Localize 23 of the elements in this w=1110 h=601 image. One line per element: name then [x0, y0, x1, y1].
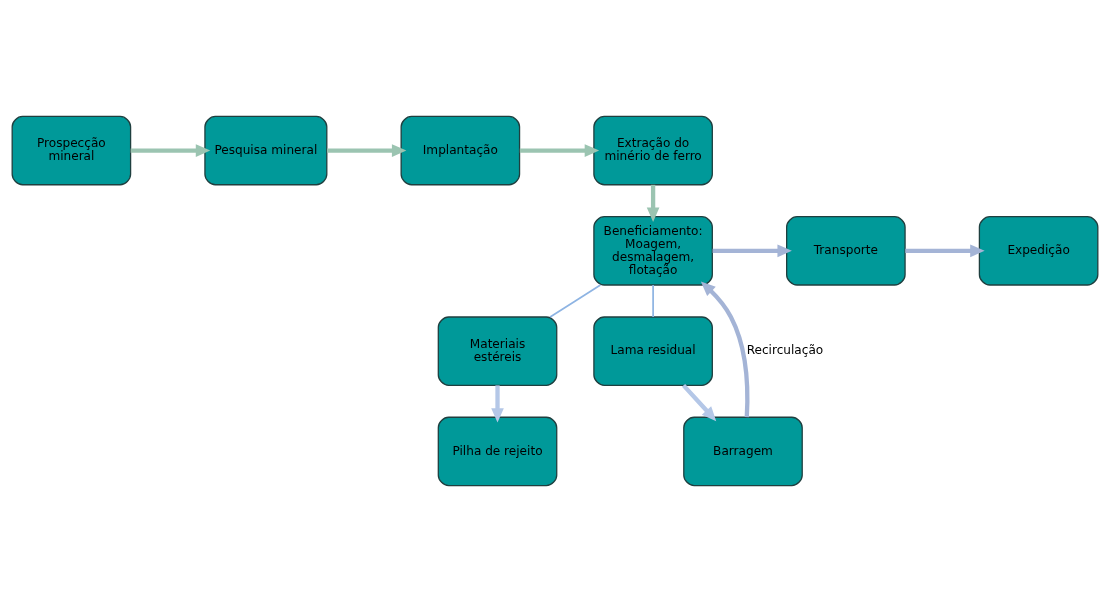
node-box: Extração do minério de ferro	[593, 115, 713, 185]
node-box: Pesquisa mineral	[204, 115, 328, 185]
arrow	[519, 143, 600, 157]
node-box: Transporte	[786, 215, 906, 286]
edge-label: Recirculação	[746, 342, 824, 357]
node-box: Prospecção mineral	[11, 115, 132, 185]
node-box: Beneficiamento: Moagem, desmalagem, flotação	[593, 215, 713, 286]
node-box: Pilha de rejeito	[437, 416, 558, 486]
arrow	[681, 383, 717, 421]
node-box: Lama residual	[593, 315, 713, 386]
node-box: Materiais estéreis	[437, 315, 558, 386]
arrow	[700, 281, 750, 417]
node-box: Expedição	[978, 215, 1099, 286]
arrow	[327, 143, 407, 157]
node-box: Implantação	[400, 115, 521, 185]
connector	[549, 283, 602, 318]
node-box: Barragem	[683, 416, 803, 486]
arrow	[646, 184, 660, 222]
arrow	[130, 143, 211, 157]
connector	[652, 283, 654, 318]
arrow	[712, 244, 792, 257]
arrow	[905, 244, 985, 257]
arrow	[491, 384, 504, 423]
